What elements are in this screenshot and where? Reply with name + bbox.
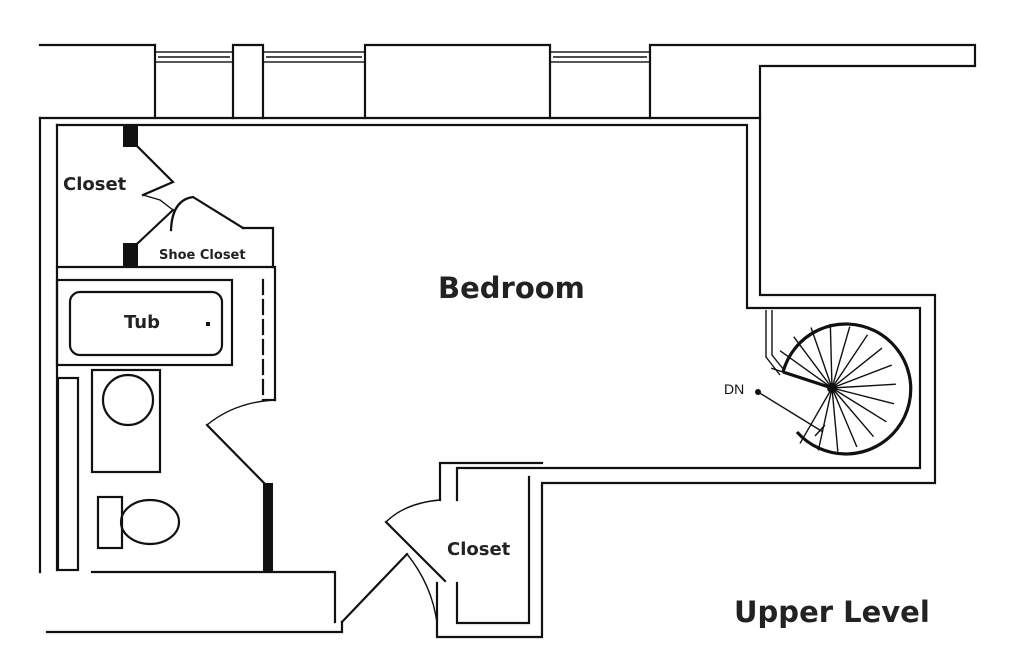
tub	[68, 290, 224, 357]
bath-door	[205, 423, 266, 485]
sink	[101, 373, 155, 427]
stair-tread	[831, 364, 893, 389]
closet-door	[384, 520, 447, 583]
room-label-shoe-closet: Shoe Closet	[159, 248, 246, 263]
sink-cabinet	[90, 368, 162, 474]
stair-tread	[831, 387, 858, 448]
exterior-walls	[38, 43, 977, 639]
spiral-stair	[755, 310, 913, 456]
bathroom	[55, 278, 276, 572]
stair-tread	[831, 383, 896, 389]
stair-tread	[831, 347, 883, 389]
room-label-closet-top: Closet	[63, 174, 127, 195]
entry-door	[340, 552, 409, 624]
stair-tread	[831, 326, 851, 389]
tub-enclosure	[55, 278, 234, 367]
stair-tread	[793, 336, 833, 389]
stair-rail	[781, 322, 913, 456]
entry-and-closet-doors	[340, 499, 447, 624]
stair-tread	[831, 334, 869, 389]
windows	[154, 51, 651, 63]
stair-tread	[779, 350, 833, 389]
closet-door-swing	[385, 499, 441, 523]
room-label-closet-bottom: Closet	[447, 539, 511, 560]
entry-door-swing	[406, 553, 438, 624]
toilet-tank	[96, 495, 124, 550]
stair-tread	[799, 387, 833, 444]
stair-tread	[831, 387, 839, 452]
room-label-tub: Tub	[124, 312, 160, 333]
room-label-bedroom: Bedroom	[438, 271, 585, 305]
stair-tread	[770, 367, 833, 389]
door-jamb	[123, 243, 138, 267]
stair-tread	[817, 387, 833, 451]
toilet-bowl	[119, 498, 181, 546]
stair-tread	[810, 327, 833, 389]
dn-arrow	[757, 391, 824, 433]
stair-tread	[831, 387, 887, 423]
tub-drain	[206, 322, 210, 326]
door-jamb	[123, 124, 138, 147]
bath-door-swing	[206, 399, 276, 426]
stair-down-label: DN	[724, 381, 744, 397]
stair-tread	[831, 387, 895, 405]
bath-door-jamb	[263, 483, 273, 572]
vanity-strip	[56, 376, 80, 572]
stair-tread	[829, 324, 833, 389]
stair-tread	[831, 387, 875, 438]
level-title: Upper Level	[734, 595, 930, 629]
closet-bifold-door	[123, 124, 245, 267]
